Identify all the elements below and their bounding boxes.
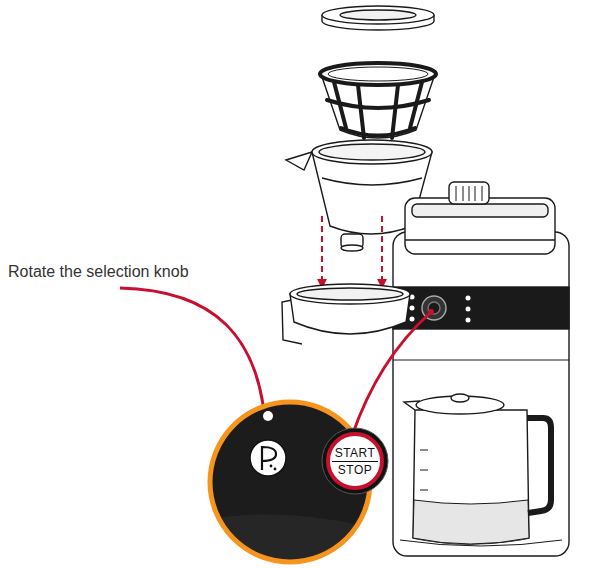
mesh-rib — [392, 85, 398, 138]
leader-line — [352, 313, 430, 436]
ridge — [469, 186, 470, 201]
hopper-line — [405, 239, 555, 240]
dashed-arrow — [381, 216, 383, 284]
panel-icon — [466, 307, 471, 312]
carafe-ticks — [420, 450, 428, 490]
grind-knob — [449, 182, 489, 204]
button-text: STOP — [335, 462, 375, 478]
valve-tip — [341, 245, 363, 251]
mesh-band — [341, 128, 415, 136]
ridge — [482, 186, 483, 201]
button-ring — [328, 434, 382, 488]
button-bezel — [322, 428, 388, 494]
lid-knob — [451, 394, 469, 402]
mesh-band — [327, 100, 429, 108]
holder-line — [322, 178, 422, 185]
basket-inner-rim — [328, 67, 428, 81]
knob-ridges — [456, 186, 482, 201]
knob-center — [428, 302, 440, 314]
button-text: START — [332, 445, 379, 462]
receptacle-inner — [297, 288, 403, 300]
icon-drop — [270, 465, 273, 468]
ridge — [456, 186, 457, 201]
tick — [420, 470, 428, 471]
panel-icon — [410, 317, 415, 322]
panel-icon — [410, 306, 415, 311]
machine-body — [393, 232, 569, 556]
carafe — [404, 394, 551, 544]
holder-spout — [286, 152, 312, 170]
panel-icon — [466, 318, 471, 323]
holder-rim — [312, 140, 432, 164]
holder-receptacle — [282, 284, 410, 344]
bean-hopper — [405, 198, 555, 254]
carafe-coffee — [413, 500, 529, 544]
callout-text: Rotate the selection knob — [8, 262, 189, 282]
dashed-arrow — [321, 216, 323, 284]
panel-icon — [466, 296, 471, 301]
receptacle-rim — [290, 284, 410, 304]
ridge — [475, 186, 476, 201]
placement-arrows — [322, 216, 382, 284]
holder-inner — [319, 144, 425, 160]
tick — [420, 490, 428, 491]
carafe-body — [413, 410, 529, 544]
lid-ring — [322, 6, 434, 30]
strength-icon — [250, 440, 286, 476]
lid-top — [322, 6, 434, 24]
panel-icons — [410, 295, 471, 323]
leader-dot — [428, 309, 434, 315]
icon-glyph — [262, 447, 276, 470]
coffee-machine — [393, 182, 569, 556]
mesh-rib — [358, 85, 364, 138]
filter-basket — [320, 63, 436, 138]
indicator-dot — [263, 411, 273, 421]
body-seam — [393, 360, 569, 361]
basket-mesh — [327, 82, 429, 138]
hopper-lid — [412, 204, 548, 217]
icon-drop — [274, 468, 277, 471]
basket-rim — [320, 63, 436, 85]
carafe-handle — [527, 418, 551, 513]
tick — [420, 450, 428, 451]
ridge — [463, 186, 464, 201]
start-stop-button: STARTSTOP — [321, 427, 389, 495]
lid-inner — [340, 10, 416, 20]
